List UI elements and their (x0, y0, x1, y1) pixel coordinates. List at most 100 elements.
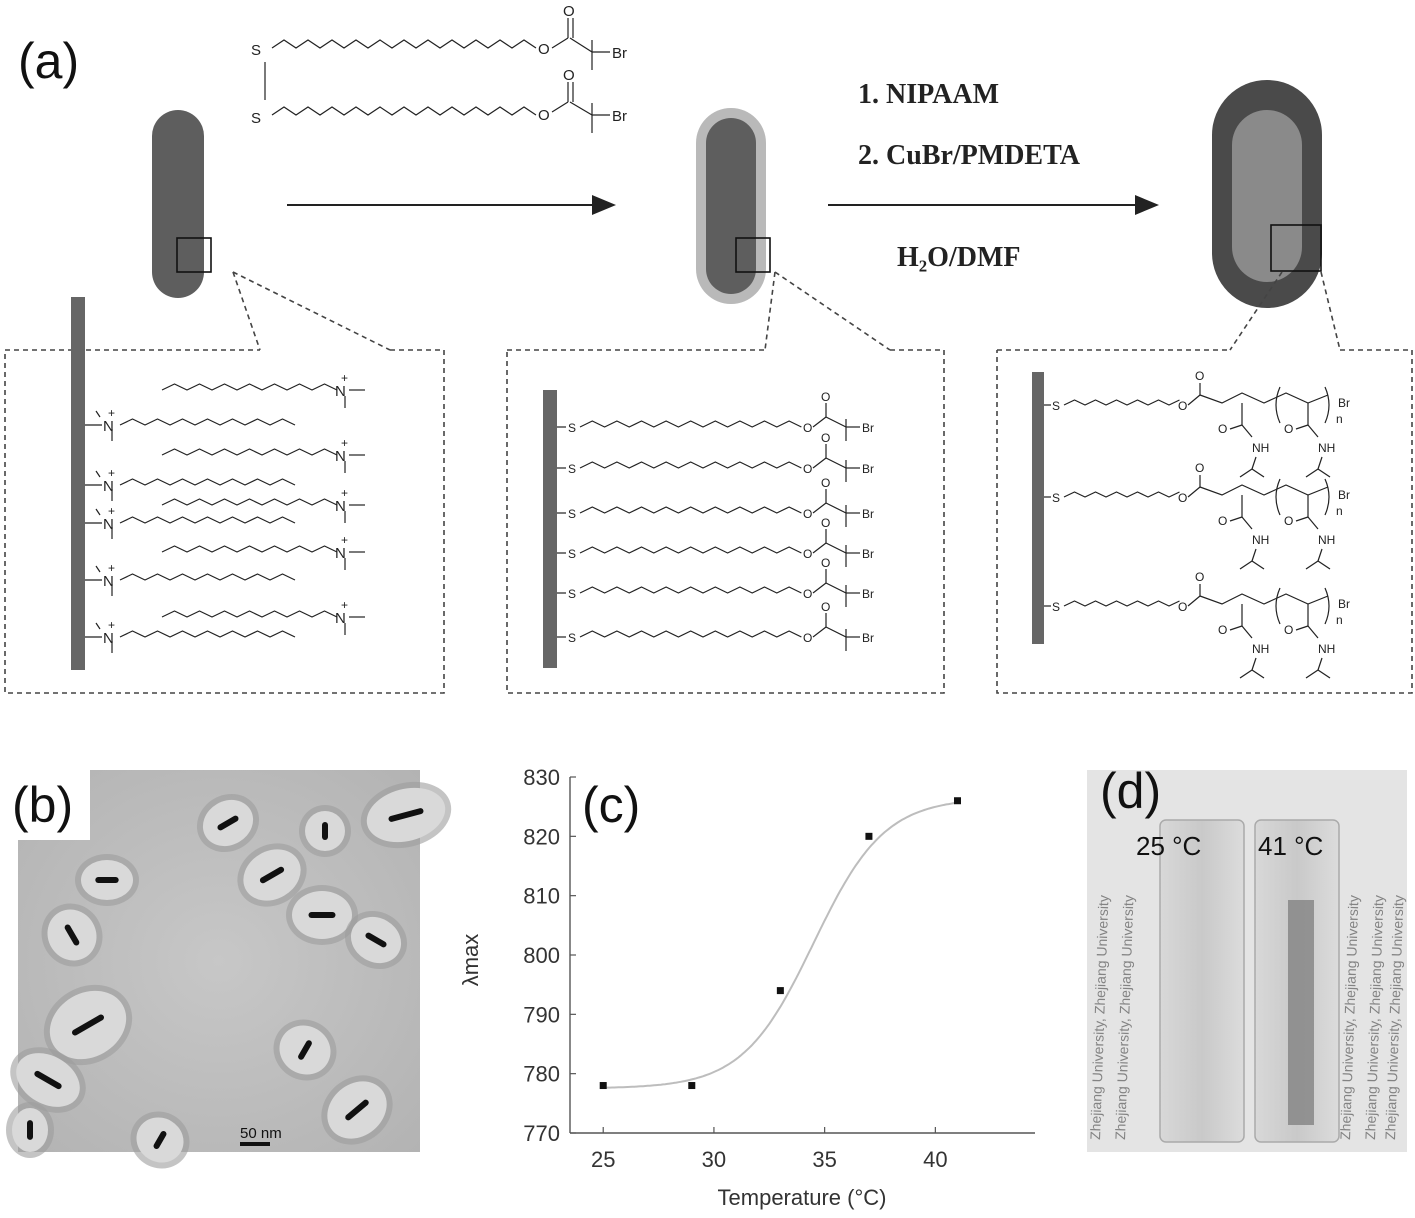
data-point (688, 1082, 696, 1090)
y-tick-label: 830 (523, 765, 560, 790)
ctab-tail (119, 418, 296, 426)
atom-label-o: O (821, 516, 830, 530)
atom-label-o: O (1178, 600, 1187, 614)
initiator-chain (579, 506, 802, 514)
atom-label-o: O (803, 547, 812, 561)
repeat-brackets (1275, 587, 1330, 625)
atom-label-o: O (1284, 514, 1293, 528)
repeat-brackets (1275, 386, 1330, 424)
atom-label-o: O (803, 587, 812, 601)
atom-label-n: N (103, 478, 114, 495)
repeat-index: n (1336, 412, 1343, 426)
ctab-tail (119, 573, 296, 581)
charge-label: + (341, 436, 348, 450)
atom-label-nh: NH (1318, 533, 1335, 547)
nanorod-particle (273, 1019, 337, 1081)
temp-label-41: 41 °C (1258, 831, 1323, 861)
ctab-tail (119, 478, 296, 486)
atom-label-s: S (568, 507, 576, 521)
panel-label-a: (a) (18, 33, 79, 89)
atom-label-br: Br (862, 462, 874, 476)
atom-label-s: S (568, 462, 576, 476)
y-tick-label: 810 (523, 884, 560, 909)
nanorod-particle (43, 984, 133, 1066)
callout-box-3 (996, 271, 1413, 694)
x-tick-label: 25 (591, 1147, 615, 1172)
nanorod-particle (10, 1047, 86, 1113)
atom-label-s: S (1052, 491, 1060, 505)
atom-label-n: N (103, 630, 114, 647)
ctab-tail (161, 383, 338, 391)
atom-label-s: S (1052, 399, 1060, 413)
atom-label-o: O (803, 462, 812, 476)
data-point (865, 832, 873, 840)
nanorod-particle (237, 843, 307, 907)
nanorod-particle (41, 903, 103, 967)
x-axis-title: Temperature (°C) (718, 1185, 887, 1210)
atom-label-o: O (1284, 623, 1293, 637)
atom-label-o: O (821, 600, 830, 614)
backbone (1199, 593, 1329, 605)
y-tick-label: 790 (523, 1002, 560, 1027)
nanorod-ctab (152, 110, 204, 298)
nanorod-pnipaam-core (1232, 110, 1302, 282)
atom-label-s: S (568, 421, 576, 435)
ctab-bilayer: N+N+N+N+N+N+N+N+N+N+ (85, 371, 365, 653)
atom-label-nh: NH (1252, 642, 1269, 656)
linker-chain (1063, 491, 1180, 498)
backbone (1199, 484, 1329, 496)
reagent-line-1: 1. NIPAAM (858, 79, 999, 110)
atom-label-s: S (1052, 600, 1060, 614)
charge-label: + (108, 406, 115, 420)
initiator-chain (579, 586, 802, 594)
atom-label-o: O (1195, 570, 1204, 584)
atom-label-o: O (803, 421, 812, 435)
gold-surface-3 (1032, 372, 1044, 644)
repeat-index: n (1336, 504, 1343, 518)
atom-label-o: O (538, 41, 550, 58)
vial-25c (1159, 819, 1245, 1143)
nanorod-particle (360, 781, 452, 849)
initiator-chain (579, 546, 802, 554)
atom-label-o: O (803, 507, 812, 521)
nanorod-particle (130, 1111, 190, 1169)
atom-label-n: N (335, 545, 346, 562)
nanorod-particle (344, 910, 408, 970)
charge-label: + (108, 618, 115, 632)
charge-label: + (341, 533, 348, 547)
atom-label-br: Br (862, 507, 874, 521)
linker-chain (1063, 600, 1180, 607)
x-tick-label: 30 (702, 1147, 726, 1172)
panel-label-b: (b) (12, 777, 73, 833)
atom-label-n: N (335, 448, 346, 465)
atom-label-o: O (1178, 491, 1187, 505)
solvent-label: H₂O/DMF (897, 242, 1020, 273)
initiator-chain (579, 461, 802, 469)
gold-surface-1 (71, 297, 85, 670)
repeat-index: n (1336, 613, 1343, 627)
atom-label-br: Br (862, 587, 874, 601)
charge-label: + (108, 561, 115, 575)
atom-label-s: S (568, 631, 576, 645)
nanorod-particle (75, 854, 139, 906)
nanorod-particle (321, 1075, 393, 1145)
sigmoid-fit-curve (603, 801, 958, 1089)
atom-label-br: Br (1338, 488, 1350, 502)
atom-label-n: N (103, 418, 114, 435)
atom-label-o: O (1178, 399, 1187, 413)
ctab-tail (161, 498, 338, 506)
charge-label: + (108, 504, 115, 518)
atom-label-o: O (1195, 461, 1204, 475)
atom-label-br: Br (612, 45, 627, 62)
y-tick-label: 820 (523, 824, 560, 849)
atom-label-br: Br (612, 108, 627, 125)
atom-label-br: Br (862, 547, 874, 561)
atom-label-o: O (1218, 422, 1227, 436)
nanorod-particle (299, 805, 351, 857)
atom-label-n: N (103, 516, 114, 533)
atom-label-o: O (563, 3, 575, 20)
atom-label-n: N (335, 498, 346, 515)
atom-label-o: O (821, 476, 830, 490)
